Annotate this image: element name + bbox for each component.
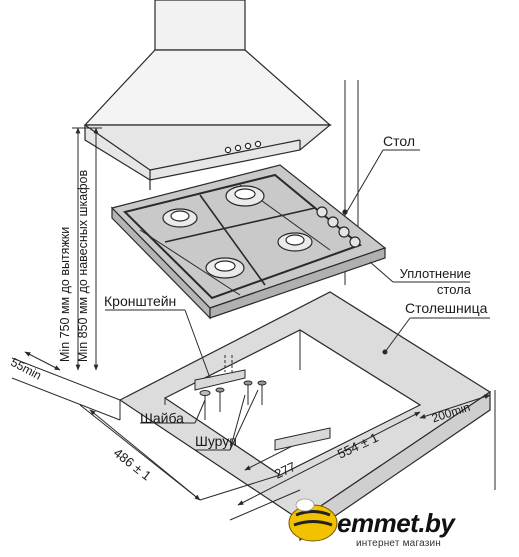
- label-countertop-surface: Стол: [383, 133, 416, 149]
- cabinet-clearance-text: Min 850 мм до навесных шкафов: [76, 169, 90, 362]
- label-seal-line1: Уплотнение: [399, 266, 471, 281]
- logo-name: emmet.by: [337, 508, 455, 538]
- gas-hob: [110, 164, 387, 320]
- label-bracket: Кронштейн: [104, 293, 177, 309]
- mounting-hardware: [194, 355, 331, 451]
- hood-clearance-dimension: [72, 127, 102, 371]
- label-seal-line2: стола: [436, 282, 471, 297]
- range-hood: [83, 0, 332, 190]
- hood-clearance-text: Min 750 мм до вытяжки: [58, 226, 72, 362]
- label-worktop: Столешница: [405, 300, 488, 316]
- logo-bee-icon: [288, 498, 338, 542]
- label-screw: Шуруп: [195, 433, 237, 449]
- label-washer: Шайба: [140, 410, 184, 426]
- logo-tagline: интернет магазин: [356, 538, 442, 549]
- leader-lines: [105, 149, 490, 451]
